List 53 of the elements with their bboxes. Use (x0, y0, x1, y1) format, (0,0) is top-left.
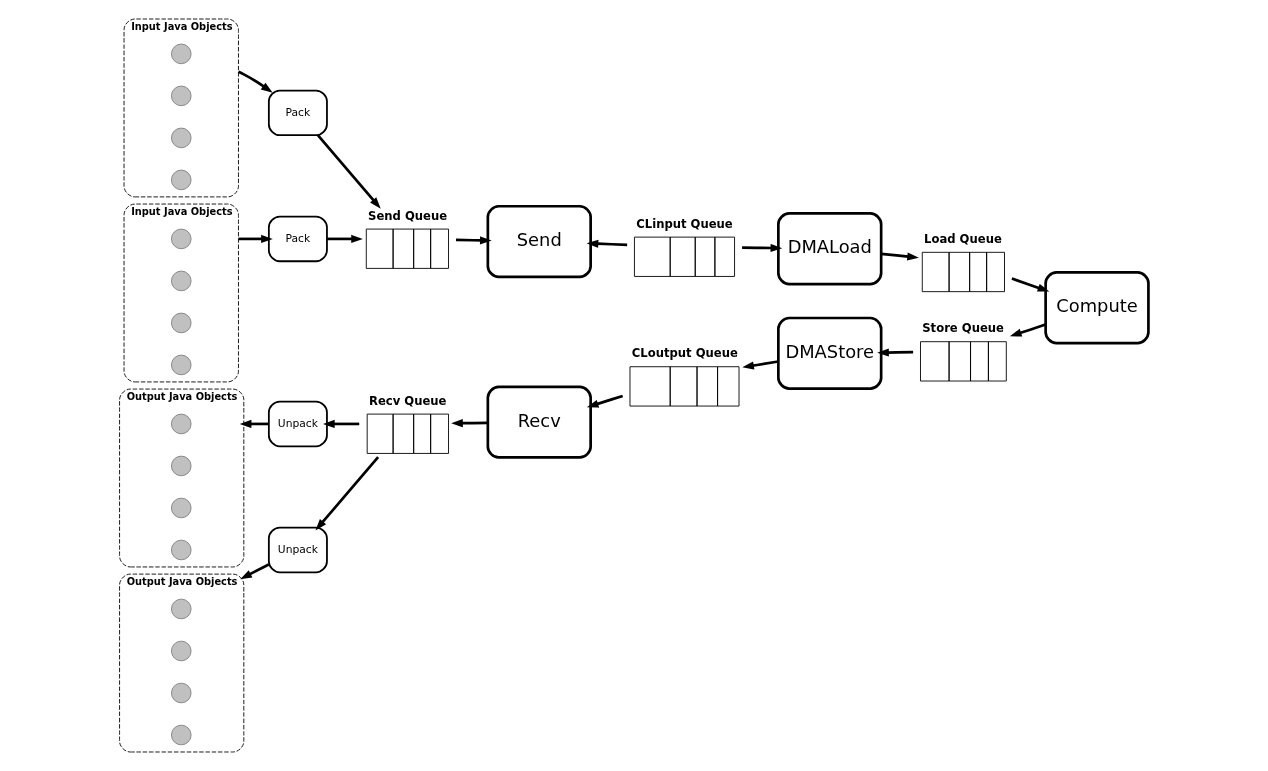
arrow (327, 234, 363, 243)
node-circle (170, 455, 192, 477)
node-box: DMALoad (777, 212, 883, 286)
node-box: Compute (1044, 271, 1150, 345)
arrow (315, 456, 380, 531)
node-circle (170, 497, 192, 519)
node-circle (170, 724, 192, 746)
node-label: Load Queue (924, 231, 1002, 246)
node-circle (170, 354, 192, 376)
node-circle (170, 270, 192, 292)
node-circle (170, 413, 192, 435)
cluster: Input Java Objects (123, 203, 239, 383)
arrow (317, 134, 381, 209)
arrow (742, 243, 783, 253)
arrow (881, 252, 919, 261)
arrow (323, 419, 360, 428)
node-box: Send (486, 204, 592, 279)
node-label: CLinput Queue (636, 216, 733, 231)
cluster: Input Java Objects (123, 18, 239, 198)
node-circle (170, 539, 192, 561)
arrow (238, 234, 273, 243)
node-circle (170, 127, 192, 149)
node-box: DMAStore (777, 316, 883, 390)
arrow (240, 563, 270, 580)
node-box: Recv (486, 385, 592, 459)
arrow (586, 239, 628, 248)
node-label: CLoutput Queue (631, 346, 738, 361)
node-box: Unpack (267, 400, 328, 448)
node-circle (170, 312, 192, 334)
arrow (742, 360, 779, 370)
arrow (877, 348, 914, 357)
node-box: Pack (267, 89, 328, 137)
node-circle (170, 169, 192, 191)
node-circle (170, 228, 192, 250)
arrow (1011, 277, 1050, 292)
arrow (1009, 323, 1046, 337)
node-label: Store Queue (922, 321, 1004, 336)
arrow (586, 394, 624, 408)
node-circle (170, 598, 192, 620)
cluster: Output Java Objects (119, 388, 245, 568)
node-label: Recv Queue (368, 393, 447, 408)
node-circle (170, 640, 192, 662)
node-circle (170, 85, 192, 107)
node-box: Unpack (267, 526, 328, 574)
arrow (451, 419, 488, 428)
node-box: Pack (267, 215, 328, 263)
arrow (239, 419, 269, 428)
arrow (237, 70, 273, 93)
arrow (455, 236, 492, 245)
node-circle (170, 682, 192, 704)
cluster: Output Java Objects (119, 573, 245, 753)
node-circle (170, 43, 192, 65)
node-label: Send Queue (368, 208, 448, 223)
